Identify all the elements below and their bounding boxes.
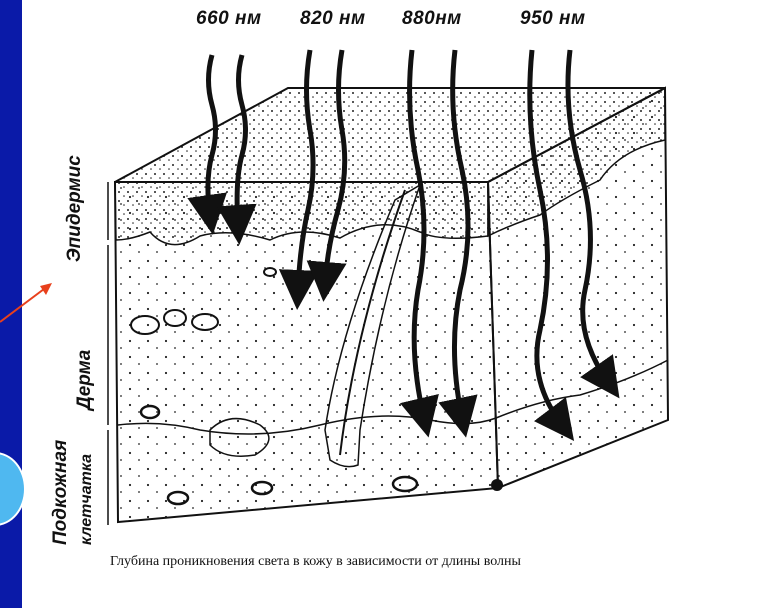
corner-node [491, 479, 503, 491]
dermis-label: Дерма [74, 350, 96, 410]
pointer-arrow [0, 286, 48, 322]
wavelength-label-950: 950 нм [520, 8, 586, 30]
subcutis-label-line2: клетчатка [78, 454, 96, 545]
subcutis-label-line1: Подкожная [50, 440, 72, 545]
wavelength-label-660: 660 нм [196, 8, 262, 30]
epidermis-label: Эпидермис [64, 155, 86, 262]
wavelength-label-820: 820 нм [300, 8, 366, 30]
wavelength-label-880: 880нм [402, 8, 462, 30]
pointer-arrow-head [40, 283, 52, 295]
figure-caption: Глубина проникновения света в кожу в зав… [110, 554, 521, 570]
